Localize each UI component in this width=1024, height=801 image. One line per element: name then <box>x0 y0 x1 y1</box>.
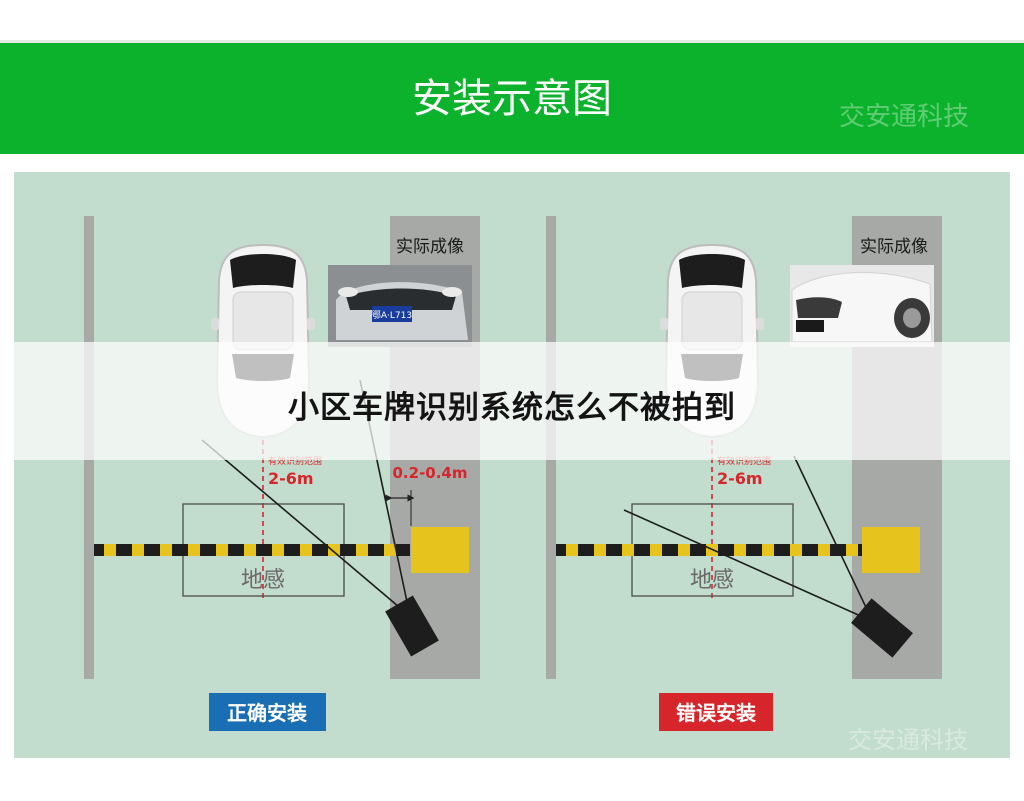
svg-text:正确安装: 正确安装 <box>227 701 307 725</box>
loop-detector-label: 地感 <box>241 568 285 593</box>
camera-view-label: 实际成像 <box>396 237 464 257</box>
svg-text:错误安装: 错误安装 <box>676 701 756 725</box>
watermark-top: 交安通科技 <box>839 102 969 132</box>
offset-label: 0.2-0.4m <box>393 464 468 482</box>
camera-view-label: 实际成像 <box>860 237 928 257</box>
svg-text:鄂A·L713: 鄂A·L713 <box>372 310 412 321</box>
overlay-title: 小区车牌识别系统怎么不被拍到 <box>0 382 1024 427</box>
snapshot-image <box>790 265 934 347</box>
loop-detector-label: 地感 <box>690 568 734 593</box>
barrier-gate-box <box>411 527 469 573</box>
barrier-gate-box <box>862 527 920 573</box>
watermark-bottom: 交安通科技 <box>848 726 968 754</box>
range-label: 2-6m <box>268 469 314 488</box>
snapshot-image: 鄂A·L713 <box>328 265 472 347</box>
range-label: 2-6m <box>717 469 763 488</box>
header-title: 安装示意图 <box>412 76 612 122</box>
